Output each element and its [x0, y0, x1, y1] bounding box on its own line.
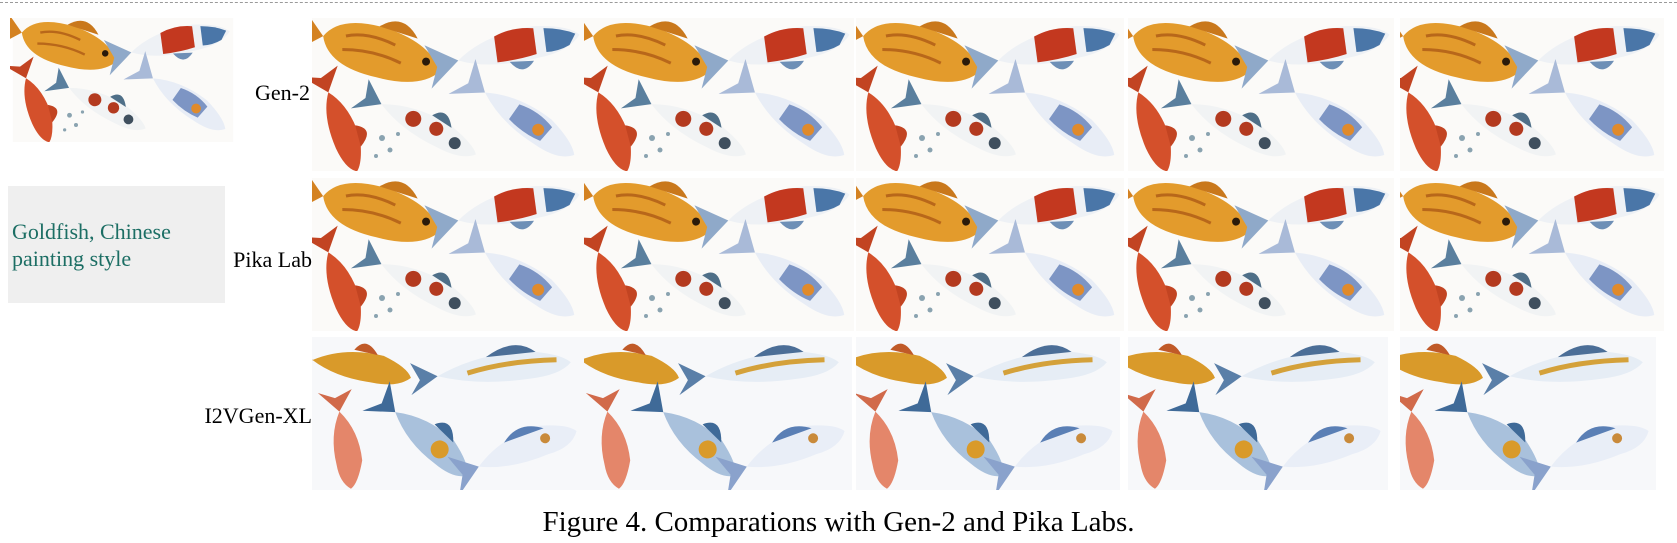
- frame-gen2-5: [1400, 18, 1672, 171]
- input-image-goldfish: [0, 0, 237, 150]
- frame-pika-lab-1: [312, 178, 584, 331]
- frame-i2vgen-xl-1: [312, 337, 584, 490]
- row-label-pika-lab: Pika Lab: [233, 247, 312, 272]
- row-label-i2vgen-xl: I2VGen-XL: [204, 403, 312, 428]
- row-label-gen2: Gen-2: [255, 80, 310, 105]
- frame-gen2-4: [1128, 18, 1400, 171]
- frame-gen2-2: [584, 18, 856, 171]
- frame-gen2-3: [856, 18, 1128, 171]
- frame-i2vgen-xl-4: [1128, 337, 1400, 490]
- frame-i2vgen-xl-2: [584, 337, 856, 490]
- frame-i2vgen-xl-3: [856, 337, 1128, 490]
- frame-gen2-1: [312, 18, 584, 171]
- figure-caption: Figure 4. Comparations with Gen-2 and Pi…: [542, 506, 1135, 538]
- frame-pika-lab-3: [856, 178, 1128, 331]
- top-dashed-divider: [0, 2, 1677, 3]
- prompt-box: Goldfish, Chinese painting style: [8, 186, 225, 303]
- frame-pika-lab-2: [584, 178, 856, 331]
- frame-pika-lab-5: [1400, 178, 1672, 331]
- prompt-text: Goldfish, Chinese painting style: [12, 219, 171, 271]
- frame-i2vgen-xl-5: [1400, 337, 1672, 490]
- frame-pika-lab-4: [1128, 178, 1400, 331]
